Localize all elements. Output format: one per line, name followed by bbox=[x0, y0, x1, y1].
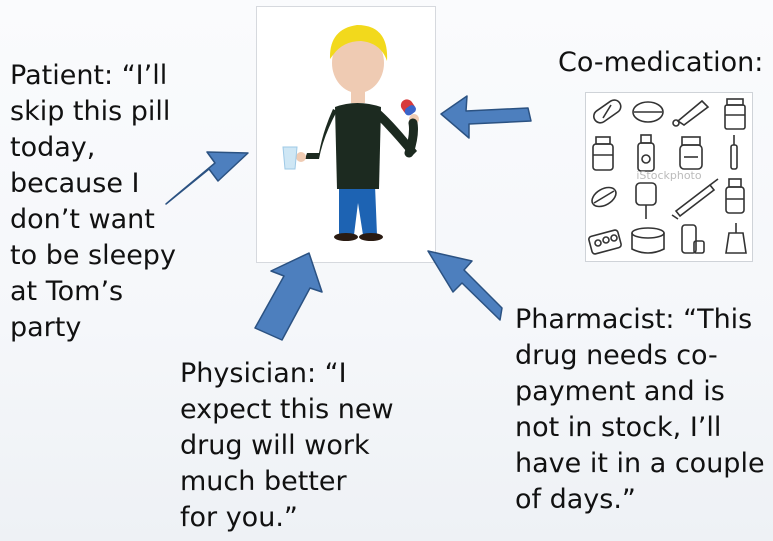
right-shoe bbox=[359, 233, 383, 241]
patient-quote-line: today, bbox=[10, 132, 96, 163]
patient-quote-line: skip this pill bbox=[10, 96, 171, 127]
ampoule-icon bbox=[730, 135, 738, 170]
syringe-icon bbox=[671, 178, 719, 220]
water-glass-icon bbox=[282, 146, 298, 170]
comedication-title: Co-medication: bbox=[558, 47, 764, 78]
pharmacist-quote-line: payment and is bbox=[515, 376, 725, 407]
left-arm bbox=[305, 109, 337, 159]
vial-icon bbox=[637, 134, 655, 172]
pharmacist-arrow-icon bbox=[427, 250, 503, 321]
comedication-panel: iStockphoto bbox=[585, 92, 753, 262]
patient-quote: Patient: “I’ll skip this pill today, bec… bbox=[10, 58, 176, 346]
patient-figure-illustration bbox=[282, 25, 419, 241]
dropper-bottle-icon bbox=[725, 223, 747, 254]
pharmacist-quote-line: of days.” bbox=[515, 484, 636, 515]
comedication-arrow-icon bbox=[440, 95, 532, 139]
left-shoe bbox=[334, 233, 358, 241]
patient-quote-line: at Tom’s bbox=[10, 276, 124, 307]
pill-icon bbox=[400, 99, 416, 116]
watermark-text: iStockphoto bbox=[636, 169, 701, 182]
oval-tablet-icon bbox=[591, 186, 617, 208]
blister-pack-icon bbox=[588, 229, 622, 255]
iv-bag-icon bbox=[635, 182, 657, 219]
patient-quote-line: don’t want bbox=[10, 204, 155, 235]
physician-arrow-icon bbox=[254, 252, 323, 341]
patient-figure-card bbox=[256, 6, 436, 263]
shirt-shape bbox=[335, 103, 381, 189]
patient-quote-line: because I bbox=[10, 168, 140, 199]
jeans-shape bbox=[339, 185, 377, 235]
physician-quote: Physician: “I expect this new drug will … bbox=[180, 356, 394, 536]
tablet-icon bbox=[632, 101, 664, 123]
pill-tub-icon bbox=[631, 227, 665, 254]
physician-quote-line: much better bbox=[180, 466, 347, 497]
patient-quote-line: to be sleepy bbox=[10, 240, 176, 271]
pharmacist-quote-line: drug needs co- bbox=[515, 340, 718, 371]
inhaler-icon bbox=[681, 224, 705, 254]
tall-bottle-icon bbox=[725, 178, 745, 214]
capsule-icon bbox=[593, 99, 622, 124]
head bbox=[332, 33, 384, 93]
hair bbox=[329, 25, 388, 61]
physician-quote-line: Physician: “I bbox=[180, 358, 347, 389]
patient-quote-line: party bbox=[10, 312, 82, 343]
pharmacist-quote-line: not in stock, I’ll bbox=[515, 412, 722, 443]
patient-quote-line: Patient: “I’ll bbox=[10, 60, 168, 91]
pill-bottle-icon bbox=[679, 136, 703, 170]
physician-quote-line: for you.” bbox=[180, 502, 298, 533]
medication-icons-grid: iStockphoto bbox=[588, 98, 747, 255]
physician-quote-line: expect this new bbox=[180, 394, 394, 425]
left-hand bbox=[296, 152, 306, 162]
pharmacist-quote-line: have it in a couple bbox=[515, 448, 765, 479]
pharmacist-quote-line: Pharmacist: “This bbox=[515, 304, 753, 335]
pharmacist-quote: Pharmacist: “This drug needs co- payment… bbox=[515, 302, 765, 518]
jar-icon bbox=[592, 136, 614, 171]
ointment-tube-icon bbox=[672, 99, 710, 127]
physician-quote-line: drug will work bbox=[180, 430, 370, 461]
patient-arrow-icon bbox=[165, 151, 249, 205]
bottle-icon bbox=[724, 98, 746, 130]
